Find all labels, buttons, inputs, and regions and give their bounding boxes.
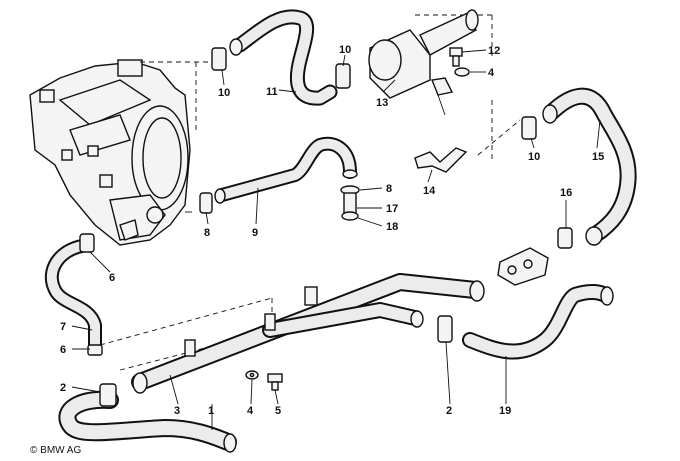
pipe-assembly-3 bbox=[131, 273, 485, 394]
callout-8: 8 bbox=[204, 227, 210, 239]
callout-12: 12 bbox=[488, 45, 500, 57]
connector-16 bbox=[497, 247, 549, 286]
hose-7 bbox=[44, 239, 102, 352]
hose-15 bbox=[542, 87, 637, 246]
fitting-17 bbox=[340, 185, 360, 221]
callout-2: 2 bbox=[60, 382, 66, 394]
callout-16: 16 bbox=[560, 187, 572, 199]
callout-7: 7 bbox=[60, 321, 66, 333]
bracket-14 bbox=[414, 147, 468, 173]
washer-4-bolt-5 bbox=[245, 370, 283, 391]
callout-9: 9 bbox=[252, 227, 258, 239]
hose-clamps bbox=[79, 47, 573, 407]
callout-10: 10 bbox=[528, 151, 540, 163]
callout-10: 10 bbox=[339, 44, 351, 56]
callout-19: 19 bbox=[499, 405, 511, 417]
callout-3: 3 bbox=[174, 405, 180, 417]
callout-10: 10 bbox=[218, 87, 230, 99]
callout-labels: 10 11 10 13 12 4 10 15 14 8 17 18 8 9 16… bbox=[60, 44, 604, 417]
callout-2: 2 bbox=[446, 405, 452, 417]
leader-lines bbox=[71, 49, 601, 430]
callout-17: 17 bbox=[386, 203, 398, 215]
callout-11: 11 bbox=[266, 86, 278, 98]
callout-14: 14 bbox=[423, 185, 436, 197]
hose-1 bbox=[58, 390, 237, 453]
throttle-body bbox=[29, 59, 192, 246]
callout-1: 1 bbox=[208, 405, 214, 417]
callout-5: 5 bbox=[275, 405, 281, 417]
hose-11 bbox=[229, 9, 338, 106]
callout-6: 6 bbox=[60, 344, 66, 356]
callout-4: 4 bbox=[488, 67, 495, 79]
bolt-12-washer-4 bbox=[449, 47, 470, 77]
copyright-notice: © BMW AG bbox=[30, 445, 82, 456]
callout-4: 4 bbox=[247, 405, 254, 417]
hose-9 bbox=[214, 136, 358, 204]
aux-air-valve-13 bbox=[368, 9, 479, 116]
callout-18: 18 bbox=[386, 221, 398, 233]
callout-8: 8 bbox=[386, 183, 392, 195]
hose-19 bbox=[462, 284, 614, 360]
callout-6: 6 bbox=[109, 272, 115, 284]
callout-15: 15 bbox=[592, 151, 604, 163]
callout-13: 13 bbox=[376, 97, 388, 109]
